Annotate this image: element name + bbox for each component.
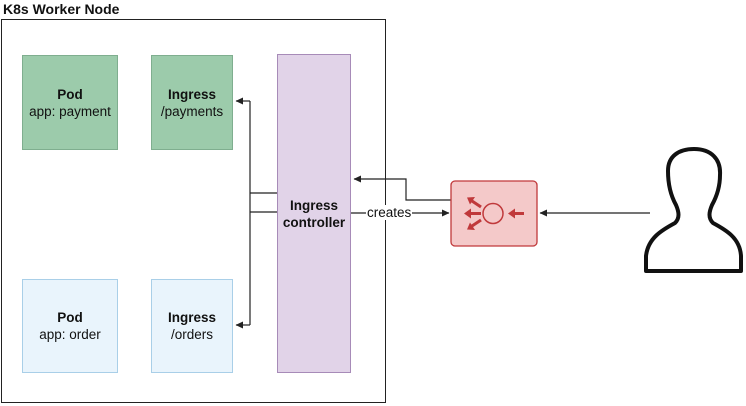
pod-payment-title: Pod [57, 86, 83, 102]
ingress-payments-title: Ingress [167, 86, 217, 102]
pod-order-title: Pod [57, 310, 83, 325]
pod-payment: Pod app: payment [22, 55, 118, 150]
ingress-payments-path: /payments [160, 103, 224, 119]
ingress-controller: Ingress controller [277, 54, 351, 373]
ingress-payments: Ingress /payments [151, 55, 233, 150]
lb-to-controller-arrow [353, 175, 451, 201]
ingress-orders-title: Ingress [167, 310, 217, 325]
pod-order-label: app: order [39, 327, 101, 342]
ingress-controller-line2: controller [282, 214, 346, 230]
controller-to-ingress-connector [249, 101, 277, 325]
ingress-orders: Ingress /orders [151, 279, 233, 373]
ingress-orders-path: /orders [170, 327, 214, 342]
worker-node-title: K8s Worker Node [3, 1, 120, 17]
pod-payment-label: app: payment [29, 103, 111, 119]
ingress-controller-line1: Ingress [289, 197, 339, 213]
user-icon [644, 147, 743, 273]
pod-order: Pod app: order [22, 279, 118, 373]
creates-label: creates [366, 205, 413, 220]
load-balancer-icon [450, 180, 538, 247]
